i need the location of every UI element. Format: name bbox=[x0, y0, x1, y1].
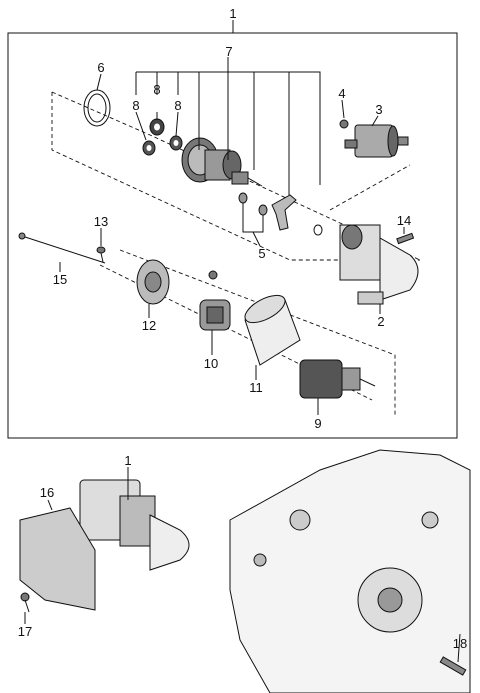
callout-14: 14 bbox=[397, 213, 411, 228]
callout-13: 13 bbox=[94, 214, 108, 229]
callout-15: 15 bbox=[53, 272, 67, 287]
callout-17: 17 bbox=[18, 624, 32, 639]
drive-lever-part bbox=[238, 192, 297, 231]
callout-10: 10 bbox=[204, 356, 218, 371]
brush-holder-part bbox=[199, 270, 231, 331]
callout-2: 2 bbox=[377, 314, 384, 329]
bolt-18-part bbox=[439, 656, 467, 676]
callout-1-top: 1 bbox=[229, 6, 236, 21]
gear-reduction-assembly bbox=[181, 137, 263, 187]
callout-1-bottom: 1 bbox=[124, 453, 131, 468]
yoke-part bbox=[244, 294, 301, 366]
bushing-parts bbox=[142, 118, 183, 156]
callout-9: 9 bbox=[314, 416, 321, 431]
spring-part bbox=[313, 224, 323, 236]
leader-lines bbox=[24, 57, 461, 663]
callout-5: 5 bbox=[258, 246, 265, 261]
end-cover-part bbox=[136, 259, 170, 305]
callout-8-c: 8 bbox=[174, 98, 181, 113]
callout-7: 7 bbox=[225, 44, 232, 59]
callout-18: 18 bbox=[453, 636, 467, 651]
armature-part bbox=[299, 359, 376, 399]
screw-13-part bbox=[96, 246, 106, 263]
callout-8-a: 8 bbox=[132, 98, 139, 113]
callout-16: 16 bbox=[40, 485, 54, 500]
bolt-14-part bbox=[396, 232, 415, 245]
solenoid-part bbox=[339, 119, 409, 158]
callout-8-b: 8 bbox=[153, 82, 160, 97]
o-ring-part bbox=[83, 89, 111, 127]
callout-3: 3 bbox=[375, 102, 382, 117]
starter-installed-part bbox=[79, 479, 190, 571]
callout-12: 12 bbox=[142, 318, 156, 333]
bolt-17-part bbox=[20, 592, 30, 613]
callout-11: 11 bbox=[249, 380, 263, 395]
through-bolt-part bbox=[18, 232, 106, 264]
starter-housing-part bbox=[339, 224, 419, 305]
callout-6: 6 bbox=[97, 60, 104, 75]
callout-4: 4 bbox=[338, 86, 345, 101]
assembly-frame bbox=[7, 32, 458, 439]
transmission-housing-part bbox=[229, 449, 471, 693]
heat-shield-part bbox=[19, 507, 96, 611]
